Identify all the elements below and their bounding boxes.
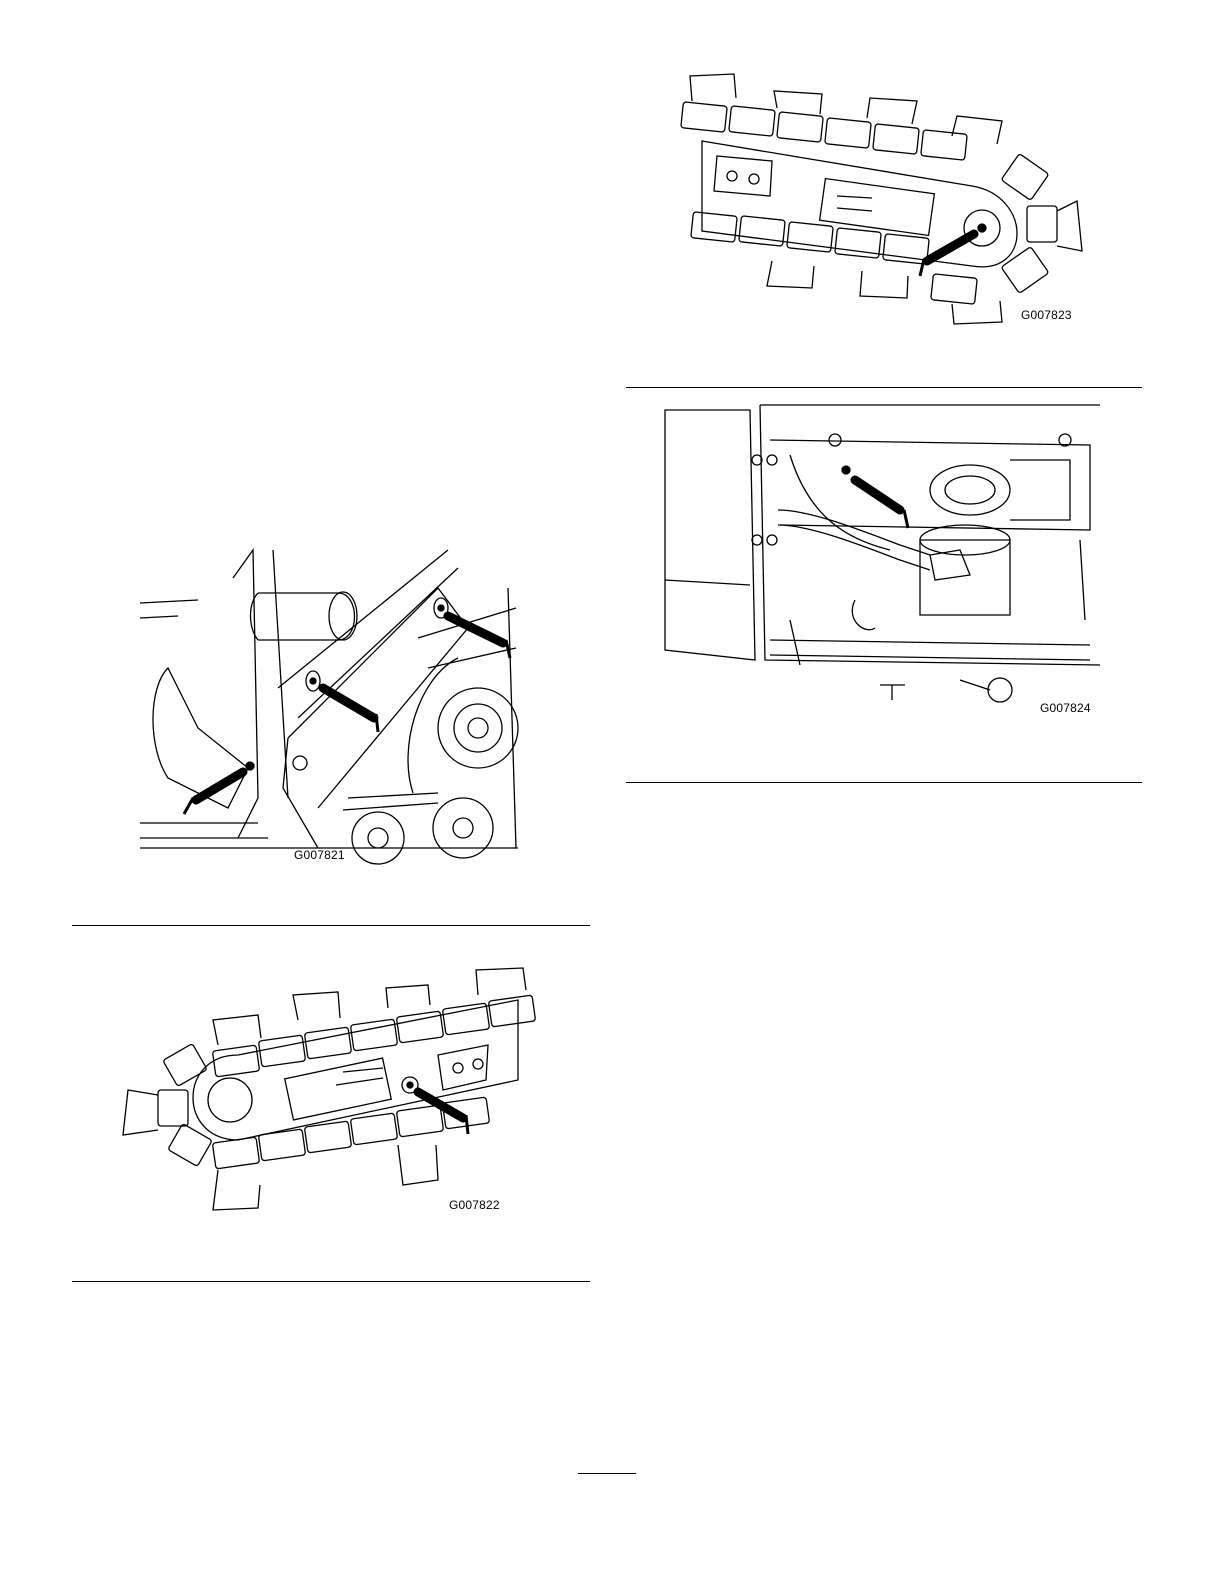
section-divider xyxy=(72,1281,590,1282)
page-footer-rule xyxy=(578,1473,636,1474)
drive-hub-illustration xyxy=(660,400,1100,720)
chain-boom-lower-illustration xyxy=(118,940,548,1224)
figure-boom-pivot: G007821 xyxy=(138,548,520,866)
figure-id: G007821 xyxy=(294,848,345,862)
figure-id: G007822 xyxy=(449,1198,500,1212)
boom-pivot-illustration xyxy=(138,548,520,866)
figure-id: G007823 xyxy=(1021,308,1072,322)
section-divider xyxy=(626,782,1142,783)
figure-drive-hub: G007824 xyxy=(660,400,1100,720)
section-divider xyxy=(626,387,1142,388)
figure-id: G007824 xyxy=(1040,701,1091,715)
section-divider xyxy=(72,925,590,926)
figure-chain-boom-lower: G007822 xyxy=(118,940,548,1224)
figure-chain-boom-head: G007823 xyxy=(662,46,1092,330)
chain-boom-head-illustration xyxy=(662,46,1092,330)
